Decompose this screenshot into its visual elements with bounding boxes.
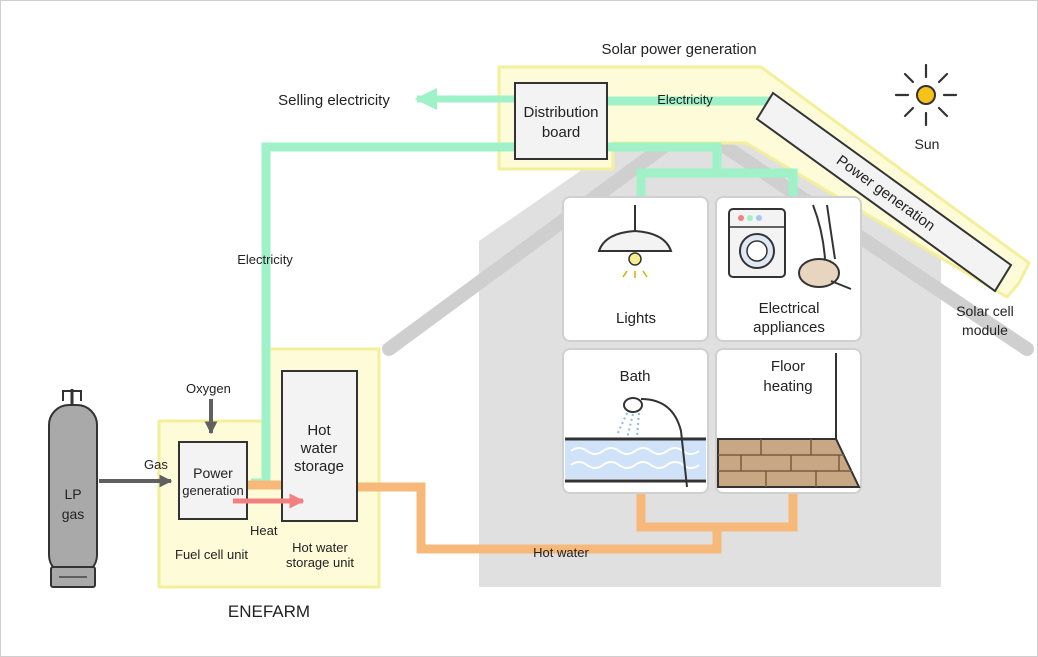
lights-label: Lights: [616, 310, 656, 327]
floor-heating-label-1: Floor: [771, 358, 805, 375]
shower-icon: [616, 397, 688, 488]
solar-highlight: [497, 65, 1031, 299]
hot-water-storage-unit-label-2: storage unit: [286, 555, 354, 570]
sun-icon: [894, 63, 958, 127]
hot-water-storage-label-3: storage: [294, 458, 344, 475]
house-silhouette: [382, 93, 1034, 587]
gas-label: Gas: [144, 457, 168, 472]
selling-electricity-label: Selling electricity: [278, 92, 390, 109]
power-generation-unit-label-2: generation: [182, 483, 243, 498]
hot-water-storage-label-2: water: [300, 440, 338, 457]
floor-heating-label-2: heating: [763, 378, 812, 395]
power-generation-unit-label-1: Power: [193, 465, 233, 481]
hot-water-label: Hot water: [533, 545, 589, 560]
hot-water-storage-label-1: Hot: [307, 422, 331, 439]
fuel-cell-unit-label: Fuel cell unit: [175, 547, 248, 562]
bath-panel: Bath: [562, 348, 709, 494]
lamp-icon: [597, 205, 673, 278]
solar-cell-module: [755, 91, 1013, 293]
solar-cell-module-label-1: Solar cell: [956, 303, 1014, 319]
solar-power-generation-label: Solar power generation: [601, 41, 756, 58]
distribution-board: [514, 82, 608, 160]
washing-machine-icon: [728, 208, 786, 278]
floorboards-icon: [717, 438, 861, 488]
vacuum-cleaner-icon: [798, 204, 852, 290]
floor-heating-panel: Floor heating: [715, 348, 862, 494]
distribution-board-label-1: Distribution: [523, 104, 598, 121]
sun-label: Sun: [915, 136, 940, 152]
hot-water-storage-tank: [281, 370, 358, 522]
hot-water-lines: [247, 480, 798, 554]
oxygen-label: Oxygen: [186, 381, 231, 396]
electricity-top-label: Electricity: [657, 92, 713, 107]
bath-label: Bath: [620, 368, 651, 385]
lp-gas-label-1: LP: [64, 486, 81, 502]
fuel-cell-power-generation: [178, 441, 248, 520]
solar-cell-module-label-2: module: [962, 322, 1008, 338]
electrical-appliances-label-2: appliances: [753, 319, 825, 336]
lights-panel: Lights: [562, 196, 709, 342]
electricity-left-label: Electricity: [237, 252, 293, 267]
hot-water-storage-unit-label-1: Hot water: [292, 540, 348, 555]
lp-gas-label-2: gas: [62, 506, 85, 522]
heat-label: Heat: [250, 523, 278, 538]
lp-gas-cylinder: [48, 389, 98, 588]
enefarm-label: ENEFARM: [228, 602, 310, 621]
distribution-board-label-2: board: [542, 124, 580, 141]
electrical-appliances-panel: Electrical appliances: [715, 196, 862, 342]
electrical-appliances-label-1: Electrical: [759, 300, 820, 317]
